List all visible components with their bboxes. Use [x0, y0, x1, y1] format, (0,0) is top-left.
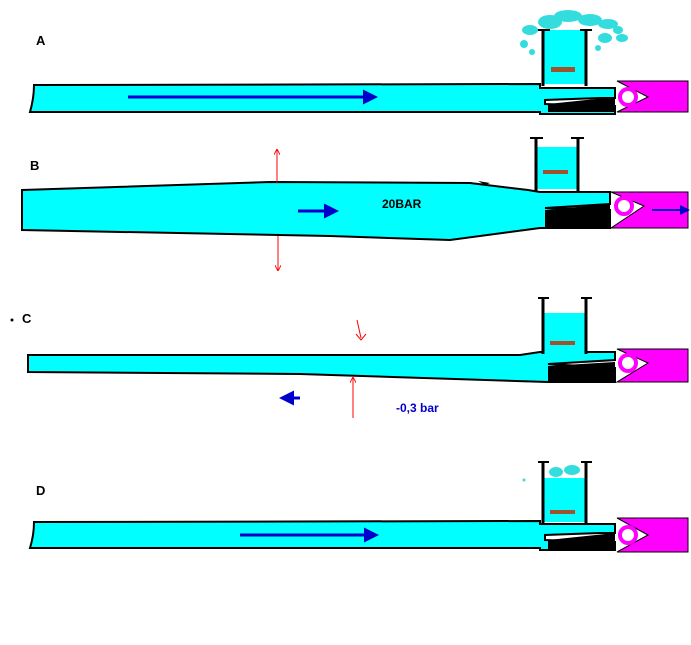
panel-a: A: [28, 10, 689, 115]
water-splash-d: [522, 465, 580, 482]
nozzle-b: [545, 204, 610, 228]
plunger-b: [543, 170, 568, 174]
plunger-c: [550, 341, 575, 345]
panel-c: C -0,3 bar: [10, 297, 689, 418]
contraction-arrow-top: [355, 319, 367, 341]
nozzle-d: [548, 533, 615, 549]
plunger-d: [550, 510, 575, 514]
water-spray-a: [520, 10, 628, 55]
panel-label-d: D: [36, 483, 45, 498]
valve-ball-b: [614, 196, 634, 216]
pressure-label-low: -0,3 bar: [396, 401, 439, 415]
panel-b: B 20BAR: [21, 137, 690, 270]
panel-d: D: [28, 461, 689, 553]
chamber-c: [538, 297, 592, 354]
pipe-burr: [478, 181, 490, 185]
valve-ball-d: [618, 525, 638, 545]
pressure-label-high: 20BAR: [382, 197, 422, 211]
valve-d: [616, 517, 689, 553]
chamber-a: [537, 29, 592, 86]
valve-a: [616, 80, 689, 113]
valve-c: [615, 348, 689, 383]
nozzle-c: [548, 362, 615, 382]
panel-label-b: B: [30, 158, 39, 173]
panel-label-c: C: [22, 311, 32, 326]
panel-label-a: A: [36, 33, 46, 48]
pipe-a: [28, 82, 616, 115]
stray-dot: [10, 318, 14, 322]
plunger-a: [551, 67, 575, 72]
valve-ball-a: [618, 87, 638, 107]
valve-b: [609, 191, 689, 229]
pipe-c: [27, 351, 616, 383]
chamber-b: [530, 137, 584, 192]
chamber-d: [538, 461, 592, 523]
nozzle-a: [548, 97, 615, 112]
valve-ball-c: [618, 353, 638, 373]
